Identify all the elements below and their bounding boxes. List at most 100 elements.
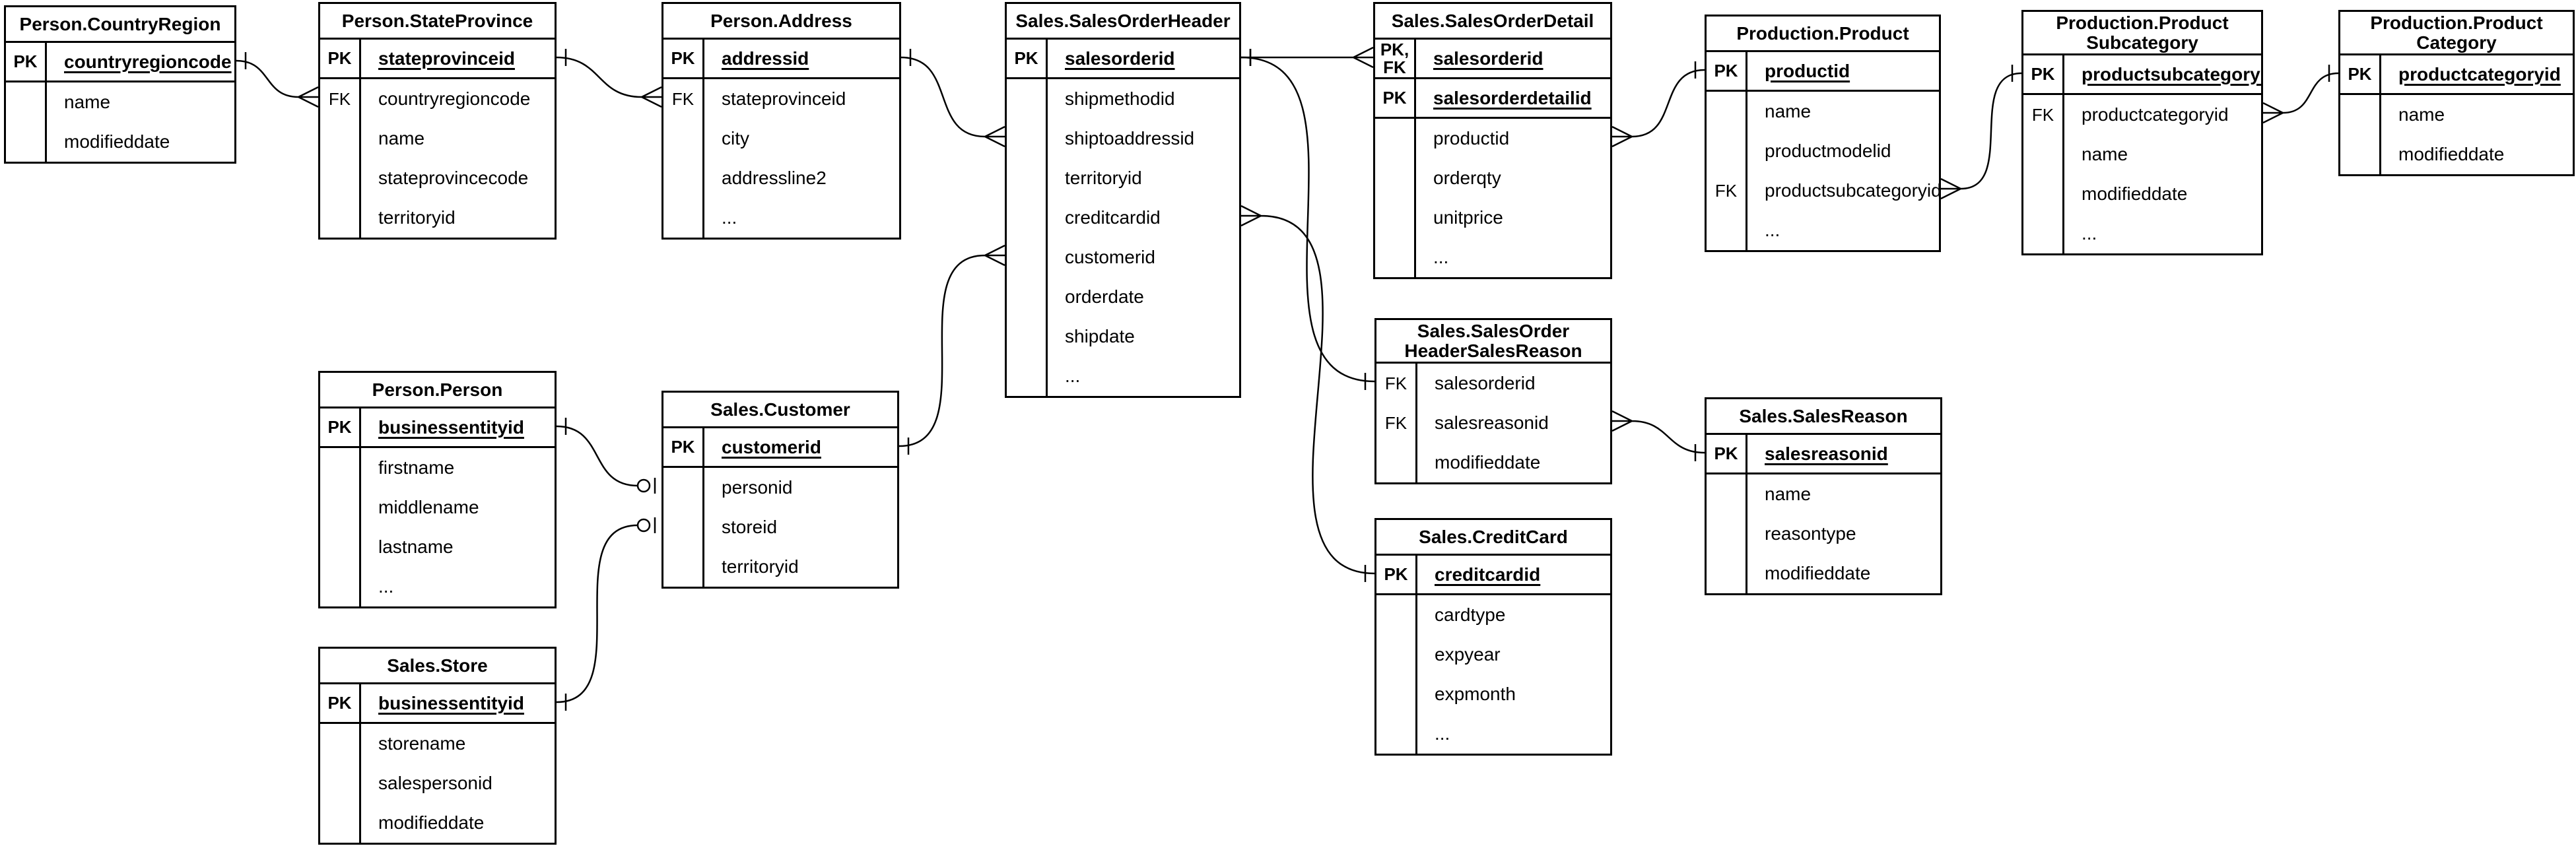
field-salesorderid: salesorderid: [1435, 373, 1536, 393]
field-...: ...: [722, 207, 737, 228]
row-productsubcategory-modifieddate: modifieddate: [2023, 174, 2261, 214]
field-expyear: expyear: [1435, 644, 1501, 665]
field-storeid: storeid: [722, 517, 778, 537]
entity-title-countryregion: Person.CountryRegion: [6, 7, 234, 43]
row-address-...: ...: [663, 198, 899, 238]
relationship-line-store-customer[interactable]: [556, 517, 656, 711]
field-lastname: lastname: [378, 537, 454, 557]
field-name: name: [2398, 104, 2445, 125]
relationship-line-salesorderdetail-product[interactable]: [1611, 61, 1705, 148]
row-store-storename: storename: [320, 724, 555, 764]
relationship-line-product-productsubcategory[interactable]: [1940, 65, 2022, 200]
row-salesorderheader-shipmethodid: shipmethodid: [1007, 79, 1239, 119]
field-productsubcategoryid: productsubcategoryid: [2082, 63, 2261, 84]
key-label: PK: [320, 408, 361, 446]
key-spacer: [320, 119, 361, 158]
field-orderqty: orderqty: [1433, 168, 1501, 188]
entity-title-salesorderdetail: Sales.SalesOrderDetail: [1375, 4, 1610, 40]
entity-title-address: Person.Address: [663, 4, 899, 40]
relationship-line-person-customer[interactable]: [556, 418, 656, 494]
field-...: ...: [378, 576, 394, 597]
field-businessentityid: businessentityid: [378, 692, 524, 713]
relationship-line-salesorderheader-sohsalesreason[interactable]: [1240, 49, 1375, 390]
key-spacer: [1007, 238, 1048, 277]
relationship-line-countryregion-stateprovince[interactable]: [236, 52, 319, 108]
relationship-customer-salesorderheader[interactable]: [898, 244, 1005, 455]
relationship-product-productsubcategory[interactable]: [1940, 65, 2022, 200]
row-salesorderheader-shipdate: shipdate: [1007, 317, 1239, 356]
relationship-line-customer-salesorderheader[interactable]: [898, 244, 1005, 455]
relationship-salesorderheader-sohsalesreason[interactable]: [1240, 49, 1375, 390]
row-stateprovince-stateprovincecode: stateprovincecode: [320, 158, 555, 198]
relationship-stateprovince-address[interactable]: [556, 49, 662, 108]
field-productid: productid: [1433, 128, 1510, 148]
field-creditcardid: creditcardid: [1065, 207, 1161, 228]
key-spacer: [320, 764, 361, 803]
relationship-countryregion-stateprovince[interactable]: [236, 52, 319, 108]
field-modifieddate: modifieddate: [64, 131, 170, 152]
field-salesorderid: salesorderid: [1433, 48, 1543, 69]
relationship-salesorderheader-creditcard[interactable]: [1240, 205, 1375, 582]
field-salesorderdetailid: salesorderdetailid: [1433, 87, 1592, 108]
field-addressline2: addressline2: [722, 168, 827, 188]
entity-title-sohsalesreason: Sales.SalesOrder HeaderSalesReason: [1376, 320, 1610, 364]
key-spacer: [1007, 158, 1048, 198]
key-spacer: [2340, 95, 2381, 135]
relationship-line-address-salesorderheader[interactable]: [900, 49, 1005, 148]
relationship-line-stateprovince-address[interactable]: [556, 49, 662, 108]
relationship-address-salesorderheader[interactable]: [900, 49, 1005, 148]
field-territoryid: territoryid: [378, 207, 456, 228]
row-product-...: ...: [1707, 211, 1939, 250]
relationship-store-customer[interactable]: [556, 517, 656, 711]
key-spacer: [1007, 119, 1048, 158]
field-addressid: addressid: [722, 48, 809, 69]
relationship-sohsalesreason-salesreason[interactable]: [1611, 410, 1705, 461]
field-name: name: [64, 92, 111, 112]
relationship-line-salesorderheader-creditcard[interactable]: [1240, 205, 1375, 582]
key-label: FK: [320, 79, 361, 119]
key-spacer: [2023, 135, 2064, 174]
relationship-productsubcategory-productcategory[interactable]: [2262, 65, 2339, 124]
key-spacer: [1707, 131, 1747, 171]
key-spacer: [1707, 211, 1747, 250]
relationship-salesorderheader-salesorderdetail[interactable]: [1241, 46, 1374, 69]
field-customerid: customerid: [722, 436, 821, 457]
row-person-middlename: middlename: [320, 488, 555, 527]
field-businessentityid: businessentityid: [378, 416, 524, 438]
key-spacer: [6, 82, 47, 122]
relationship-line-salesorderheader-salesorderdetail[interactable]: [1241, 46, 1374, 69]
relationship-line-productsubcategory-productcategory[interactable]: [2262, 65, 2339, 124]
relationship-person-customer[interactable]: [556, 418, 656, 494]
field-creditcardid: creditcardid: [1435, 564, 1541, 585]
relationship-line-sohsalesreason-salesreason[interactable]: [1611, 410, 1705, 461]
key-spacer: [2340, 135, 2381, 174]
field-shipmethodid: shipmethodid: [1065, 88, 1175, 109]
key-spacer: [320, 448, 361, 488]
relationship-salesorderdetail-product[interactable]: [1611, 61, 1705, 148]
key-spacer: [320, 527, 361, 567]
row-salesorderheader-...: ...: [1007, 356, 1239, 396]
entity-title-salesreason: Sales.SalesReason: [1707, 399, 1940, 435]
key-label: FK: [1707, 171, 1747, 211]
row-person-businessentityid: PK businessentityid: [320, 408, 555, 448]
field-countryregioncode: countryregioncode: [378, 88, 531, 109]
